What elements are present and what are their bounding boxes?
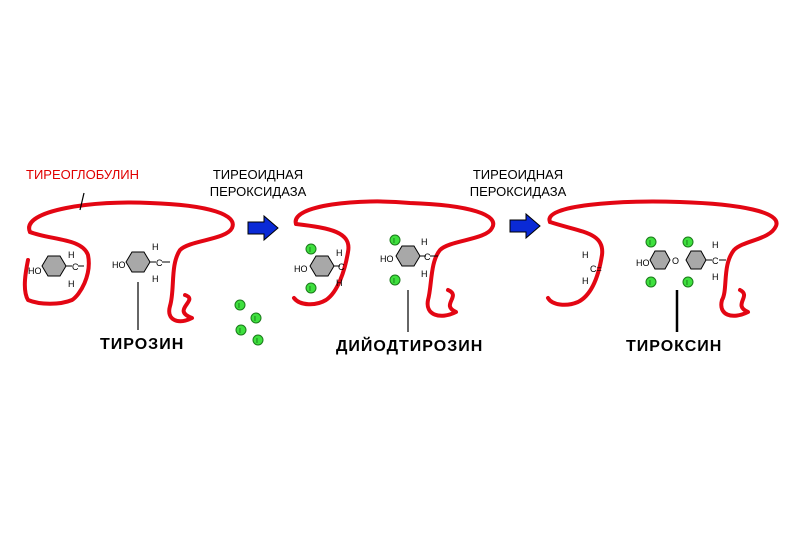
iodine-symbol: I (239, 328, 241, 335)
iodine-symbol: I (309, 286, 311, 293)
hydrogen-label: H (712, 240, 719, 250)
carbon-double-bond-label: C= (590, 264, 602, 274)
iodine-symbol: I (393, 238, 395, 245)
iodine-atom-icon (250, 312, 262, 324)
iodine-atom-icon (682, 236, 694, 248)
benzene-ring (395, 245, 421, 267)
diiodotyrosine-label: ДИЙОДТИРОЗИН (336, 338, 484, 355)
iodine-symbol: I (686, 280, 688, 287)
hydrogen-label: H (152, 274, 159, 284)
thyroglobulin-loop-2 (293, 199, 496, 318)
dehydroalanine-remnant: H C= H (582, 250, 602, 286)
iodine-atom-icon (252, 334, 264, 346)
hydrogen-label: H (421, 269, 428, 279)
thyroglobulin-label: ТИРЕОГЛОБУЛИН (26, 167, 140, 182)
benzene-ring (309, 255, 335, 277)
hydrogen-label: H (152, 242, 159, 252)
iodine-atom-icon (305, 282, 317, 294)
iodine-symbol: I (649, 240, 651, 247)
peroxidase-2-label: ТИРЕОИДНАЯ ПЕРОКСИДАЗА (454, 166, 582, 200)
hydrogen-label: H (582, 276, 589, 286)
oxygen-label: O (672, 256, 679, 266)
step-1-arrow-icon (247, 214, 279, 242)
iodine-symbol: I (393, 278, 395, 285)
carbon-label: C (712, 256, 719, 266)
carbon-label: C (156, 258, 163, 268)
benzene-ring (41, 255, 67, 277)
hydroxyl-label: HO (380, 254, 394, 264)
iodine-atom-icon (645, 236, 657, 248)
diiodotyrosine-left-molecule: HO C I I H H (294, 243, 345, 294)
iodine-atom-icon (234, 299, 246, 311)
benzene-ring (649, 250, 671, 270)
thyroglobulin-loop-3 (547, 199, 779, 318)
tyrosine-label: ТИРОЗИН (100, 336, 185, 353)
iodine-symbol: I (686, 240, 688, 247)
iodine-symbol: I (254, 316, 256, 323)
peroxidase-1-label-line1: ТИРЕОИДНАЯ (212, 167, 304, 182)
iodine-atom-icon (645, 276, 657, 288)
carbon-label: C (72, 262, 79, 272)
thyroxine-label: ТИРОКСИН (626, 338, 723, 355)
iodine-symbol: I (238, 303, 240, 310)
hydrogen-label: H (68, 279, 75, 289)
iodine-symbol: I (649, 280, 651, 287)
hydrogen-label: H (336, 278, 343, 288)
thyroglobulin-loop-3-side (546, 220, 605, 307)
iodine-atom-icon (235, 324, 247, 336)
thyroxine-molecule: HO O C I I I I H H (636, 236, 726, 288)
carbon-label: C (424, 252, 431, 262)
tyrosine-partial-molecule: HO C H H (28, 250, 84, 289)
iodine-atom-icon (305, 243, 317, 255)
iodine-atom-icon (682, 276, 694, 288)
peroxidase-1-label: ТИРЕОИДНАЯ ПЕРОКСИДАЗА (194, 166, 322, 200)
hydroxyl-label: HO (636, 258, 650, 268)
hydroxyl-label: HO (28, 266, 42, 276)
thyroglobulin-loop-2-side (292, 222, 351, 307)
iodine-atom-icon (389, 274, 401, 286)
hydrogen-label: H (712, 272, 719, 282)
benzene-ring (125, 251, 151, 273)
hydrogen-label: H (68, 250, 75, 260)
hydrogen-label: H (336, 248, 343, 258)
hydroxyl-label: HO (294, 264, 308, 274)
diiodotyrosine-molecule: HO C I I H H (380, 234, 438, 286)
benzene-ring (685, 250, 707, 270)
hydrogen-label: H (582, 250, 589, 260)
hydrogen-label: H (421, 237, 428, 247)
iodine-symbol: I (256, 338, 258, 345)
iodine-symbol: I (309, 247, 311, 254)
peroxidase-2-label-line1: ТИРЕОИДНАЯ (472, 167, 564, 182)
step-2-arrow-icon (509, 212, 541, 240)
iodine-atom-icon (389, 234, 401, 246)
peroxidase-2-label-line2: ПЕРОКСИДАЗА (469, 184, 567, 199)
thyroglobulin-loop-1-side (22, 230, 91, 306)
thyroglobulin-pointer-line (79, 192, 85, 211)
peroxidase-1-label-line2: ПЕРОКСИДАЗА (209, 184, 307, 199)
free-iodine-atoms: I I I I (234, 299, 264, 346)
hydroxyl-label: HO (112, 260, 126, 270)
thyroglobulin-loop-1 (27, 200, 235, 324)
carbon-label: C (338, 262, 345, 272)
tyrosine-molecule: HO C H H (112, 242, 170, 284)
